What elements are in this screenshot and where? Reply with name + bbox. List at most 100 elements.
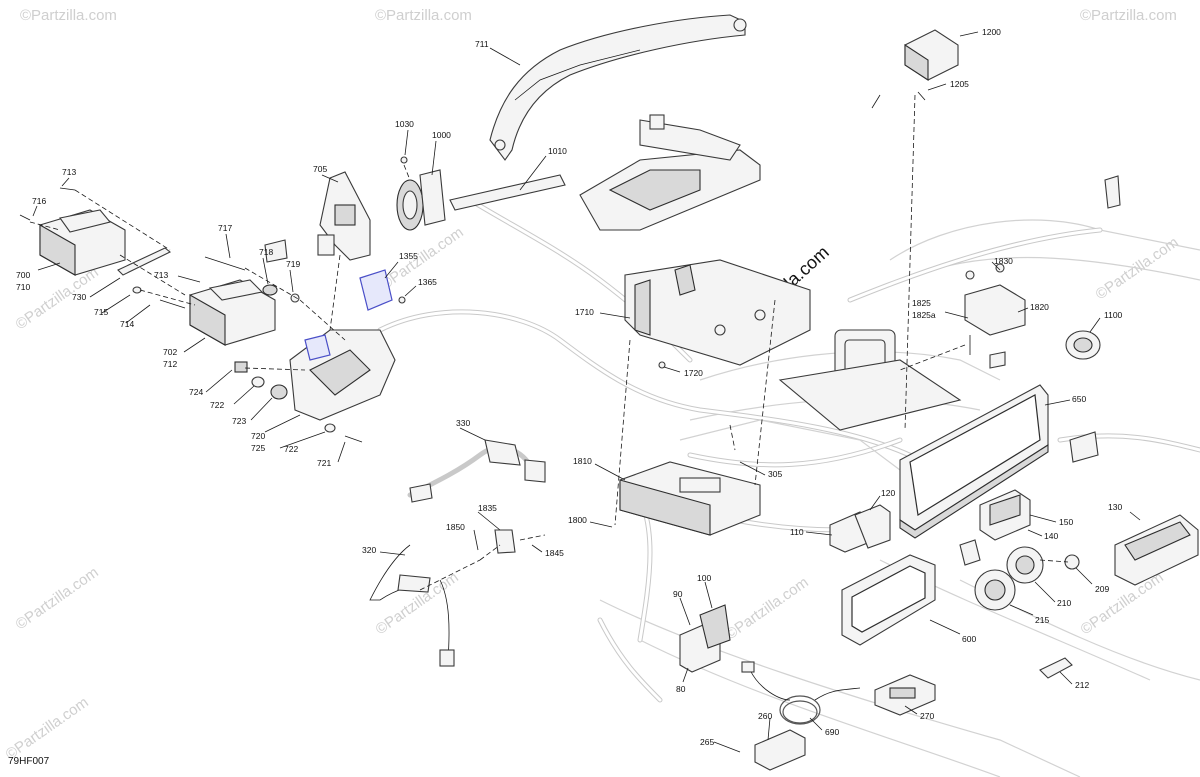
- callout-1825a: 1825a: [912, 310, 936, 320]
- callout-700: 700: [16, 270, 30, 280]
- part-600-gauge: [841, 554, 936, 646]
- part-650-display: [899, 384, 1049, 539]
- callout-705: 705: [313, 164, 327, 174]
- callout-710: 710: [16, 282, 30, 292]
- part-270-switch: [874, 674, 936, 716]
- watermark: ©Partzilla.com: [1080, 7, 1177, 24]
- callout-120: 120: [881, 488, 895, 498]
- part-140-150-switches: [979, 489, 1031, 541]
- watermarks: ©Partzilla.com ©Partzilla.com ©Partzilla…: [3, 7, 1182, 763]
- watermark: ©Partzilla.com: [375, 7, 472, 24]
- callout-690: 690: [825, 727, 839, 737]
- callout-209: 209: [1095, 584, 1109, 594]
- callout-1825: 1825: [912, 298, 931, 308]
- callout-724: 724: [189, 387, 203, 397]
- callout-270: 270: [920, 711, 934, 721]
- callout-712: 712: [163, 359, 177, 369]
- part-80-90-100: [679, 604, 731, 673]
- part-705-bracket: [317, 171, 371, 261]
- callout-320: 320: [362, 545, 376, 555]
- watermark: ©Partzilla.com: [723, 574, 812, 644]
- part-1200-module: [871, 29, 959, 109]
- part-720-bracket: [289, 269, 396, 421]
- part-260-switch: [754, 729, 806, 771]
- callout-722: 722: [284, 444, 298, 454]
- callout-215: 215: [1035, 615, 1049, 625]
- callout-723: 723: [232, 416, 246, 426]
- watermark: ©Partzilla.com: [3, 694, 92, 764]
- callout-716: 716: [32, 196, 46, 206]
- callout-713: 713: [154, 270, 168, 280]
- watermark: ©Partzilla.com: [1078, 569, 1167, 639]
- callout-714: 714: [120, 319, 134, 329]
- callout-713: 713: [62, 167, 76, 177]
- diagram-reference-code: 79HF007: [8, 756, 50, 767]
- watermark: ©Partzilla.com: [20, 7, 117, 24]
- callout-600: 600: [962, 634, 976, 644]
- callout-1200: 1200: [982, 27, 1001, 37]
- callout-702: 702: [163, 347, 177, 357]
- callout-715: 715: [94, 307, 108, 317]
- part-212-connector: [1039, 657, 1073, 679]
- part-210-215-outlets: [959, 539, 1080, 611]
- chassis-block: [679, 329, 962, 471]
- part-1820-sensor: [964, 263, 1026, 369]
- callout-1000: 1000: [432, 130, 451, 140]
- part-1100-outlet: [1065, 330, 1101, 360]
- callouts: 711 1200 1205 1030 1000 1010 713 716 705…: [16, 27, 1123, 747]
- part-130-panel: [1114, 514, 1199, 586]
- callout-1820: 1820: [1030, 302, 1049, 312]
- callout-730: 730: [72, 292, 86, 302]
- callout-722: 722: [210, 400, 224, 410]
- callout-1100: 1100: [1104, 310, 1123, 320]
- callout-110: 110: [790, 527, 804, 537]
- callout-1810: 1810: [573, 456, 592, 466]
- callout-212: 212: [1075, 680, 1089, 690]
- leader-lines: [32, 31, 1141, 753]
- callout-1205: 1205: [950, 79, 969, 89]
- callout-1720: 1720: [684, 368, 703, 378]
- callout-720: 720: [251, 431, 265, 441]
- watermark: ©Partzilla.com: [13, 564, 102, 634]
- part-1810-ecm: [619, 461, 761, 536]
- part-1000-horn: [396, 156, 566, 231]
- part-top-right-connector: [264, 175, 1121, 463]
- callout-1355: 1355: [399, 251, 418, 261]
- callout-305: 305: [768, 469, 782, 479]
- callout-330: 330: [456, 418, 470, 428]
- part-110-120-switches: [829, 504, 891, 553]
- callout-140: 140: [1044, 531, 1058, 541]
- callout-130: 130: [1108, 502, 1122, 512]
- callout-719: 719: [286, 259, 300, 269]
- callout-1030: 1030: [395, 119, 414, 129]
- callout-265: 265: [700, 737, 714, 747]
- callout-1010: 1010: [548, 146, 567, 156]
- part-1710-tray: [624, 259, 811, 369]
- part-702-box: [189, 279, 276, 346]
- callout-260: 260: [758, 711, 772, 721]
- assembly-lines: [29, 94, 1069, 591]
- callout-90: 90: [673, 589, 683, 599]
- part-690-harness: [741, 661, 861, 725]
- part-711-bracket: [489, 14, 747, 161]
- callout-80: 80: [676, 684, 686, 694]
- callout-1365: 1365: [418, 277, 437, 287]
- callout-1835: 1835: [478, 503, 497, 513]
- part-730-strap: [117, 247, 172, 276]
- part-700-box: [39, 209, 126, 276]
- part-330-harness: [407, 439, 546, 503]
- callout-1800: 1800: [568, 515, 587, 525]
- callout-718: 718: [259, 247, 273, 257]
- callout-1830: 1830: [994, 256, 1013, 266]
- hardware-parts: [19, 187, 406, 443]
- part-320-harness: [369, 529, 516, 667]
- callout-650: 650: [1072, 394, 1086, 404]
- callout-711: 711: [475, 39, 489, 49]
- callout-100: 100: [697, 573, 711, 583]
- callout-725: 725: [251, 443, 265, 453]
- callout-1850: 1850: [446, 522, 465, 532]
- callout-210: 210: [1057, 598, 1071, 608]
- callout-1710: 1710: [575, 307, 594, 317]
